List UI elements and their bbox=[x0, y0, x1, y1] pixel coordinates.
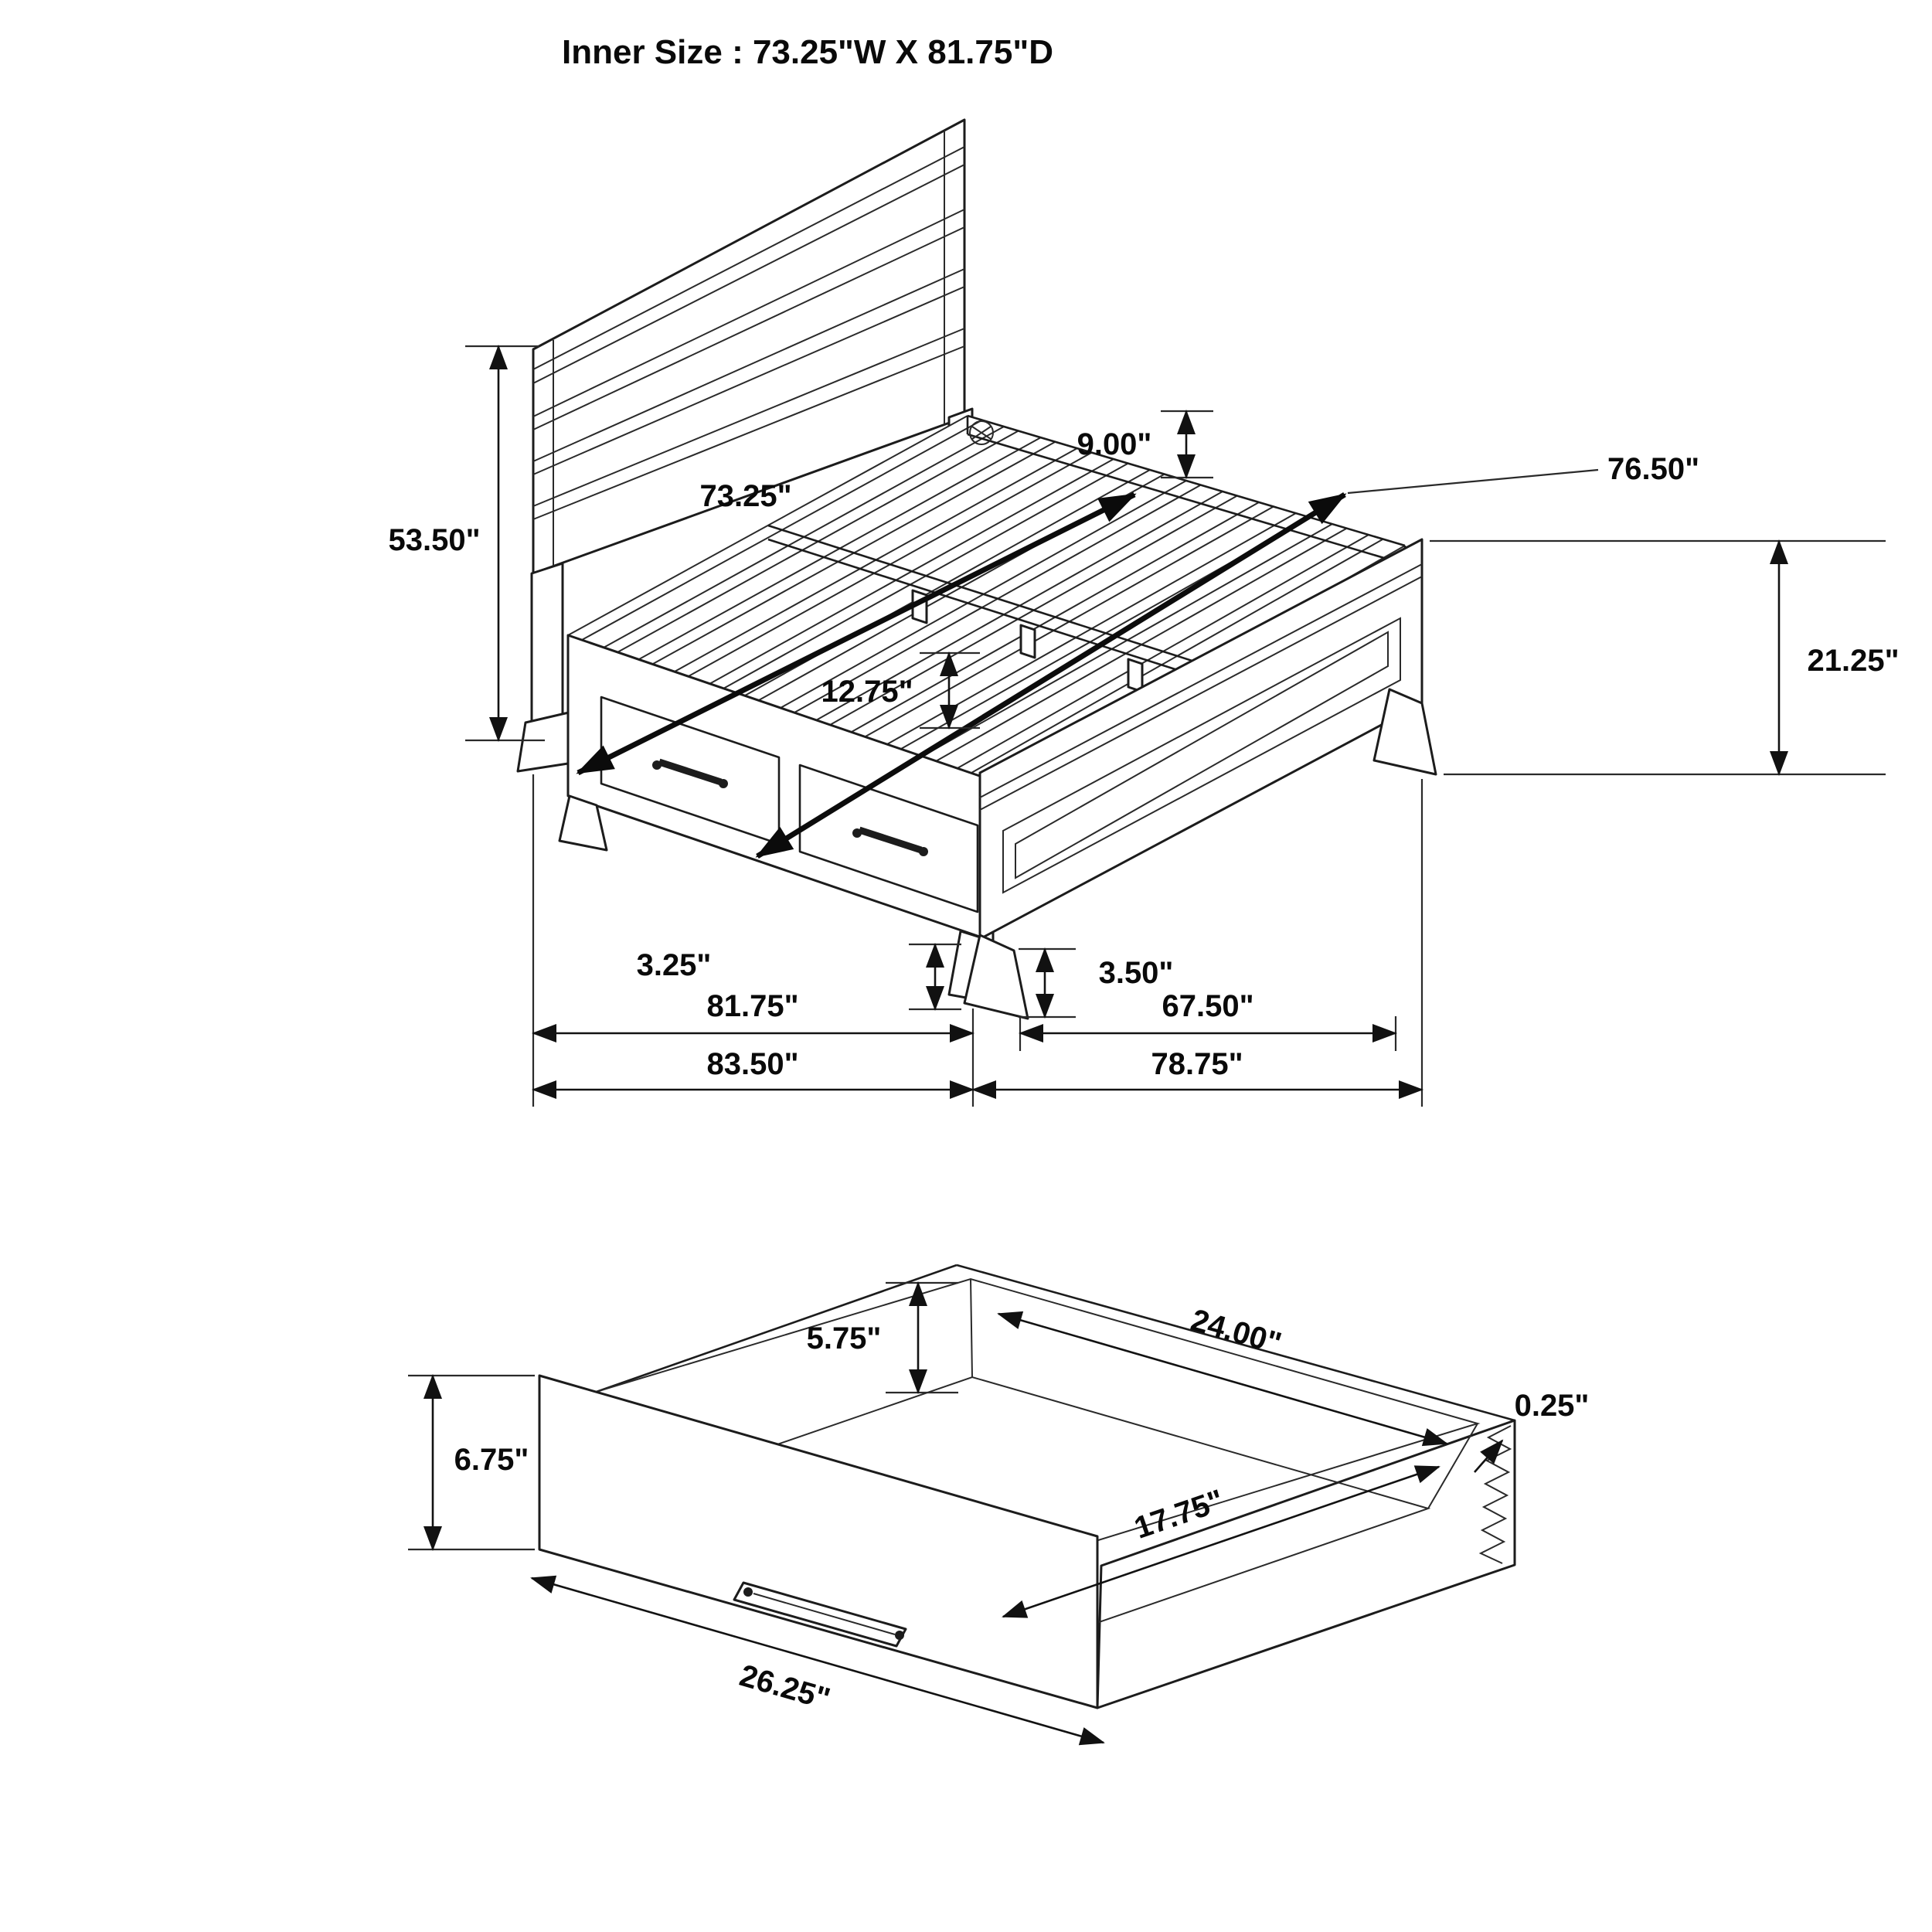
dim-label-inner-depth: 81.75" bbox=[706, 989, 798, 1023]
dim-label-outer-depth: 83.50" bbox=[706, 1047, 798, 1081]
extension-lines bbox=[532, 774, 1423, 1107]
bed-diagram: 53.50" 9.00" 76.50" 73.25" 21.25" 12.75"… bbox=[388, 118, 1900, 1107]
slat-length-arrow bbox=[755, 492, 1347, 859]
dim-wall-thickness: 0.25" bbox=[1474, 1389, 1590, 1473]
slat-length-leader bbox=[1347, 468, 1599, 495]
dim-label-footboard-leg-height: 3.50" bbox=[1099, 956, 1174, 990]
page-title: Inner Size : 73.25"W X 81.75"D bbox=[562, 33, 1053, 71]
dim-label-slat-length: 76.50" bbox=[1607, 452, 1699, 486]
dim-label-front-height: 6.75" bbox=[454, 1443, 529, 1477]
dim-frame-height: 12.75" bbox=[821, 651, 980, 730]
dim-front-height: 6.75" bbox=[408, 1374, 535, 1551]
drawer-right-side bbox=[1096, 1419, 1516, 1709]
corner-bracket-detail bbox=[969, 420, 994, 445]
dim-label-front-leg-height: 3.25" bbox=[637, 948, 712, 982]
drawer-diagram: 5.75" 24.00" 0.25" 6.75" 17.75" 26.25" bbox=[408, 1264, 1590, 1746]
footboard-left-leg bbox=[963, 934, 1029, 1020]
headboard-left-leg bbox=[530, 562, 564, 737]
dim-side-height: 5.75" bbox=[807, 1281, 958, 1394]
dim-label-side-height: 5.75" bbox=[807, 1321, 882, 1355]
dim-label-footboard-height: 21.25" bbox=[1807, 644, 1899, 678]
dim-label-wall-thickness: 0.25" bbox=[1515, 1389, 1590, 1423]
dim-footboard-height: 21.25" bbox=[1430, 539, 1900, 776]
dim-front-leg-height: 3.25" bbox=[637, 943, 961, 1011]
dim-footboard-leg-height: 3.50" bbox=[1019, 947, 1174, 1019]
drawer-left-wall-top bbox=[539, 1264, 957, 1410]
footboard-right-leg bbox=[1372, 688, 1437, 776]
dim-label-inner-width: 73.25" bbox=[699, 479, 791, 513]
bottom-dimension-rows: 81.75" 67.50" 83.50" 78.75" bbox=[532, 774, 1423, 1107]
drawer-front-panel bbox=[538, 1374, 1099, 1709]
dim-headboard-height: 53.50" bbox=[388, 345, 545, 742]
dim-label-inner-width: 24.00" bbox=[1187, 1303, 1285, 1361]
dim-label-footboard-width: 67.50" bbox=[1162, 989, 1253, 1023]
dim-label-slat-clearance: 9.00" bbox=[1077, 427, 1152, 461]
dim-inner-width: 24.00" bbox=[997, 1303, 1448, 1447]
dovetail-joints bbox=[1478, 1425, 1512, 1564]
dim-label-frame-height: 12.75" bbox=[821, 675, 913, 709]
dim-label-headboard-height: 53.50" bbox=[388, 523, 480, 557]
headboard-slats bbox=[532, 131, 965, 566]
dim-slat-clearance: 9.00" bbox=[1077, 410, 1213, 479]
dim-label-front-width: 26.25" bbox=[736, 1658, 834, 1716]
dim-label-outer-width: 78.75" bbox=[1151, 1047, 1243, 1081]
side-rail-left-leg bbox=[558, 794, 608, 852]
